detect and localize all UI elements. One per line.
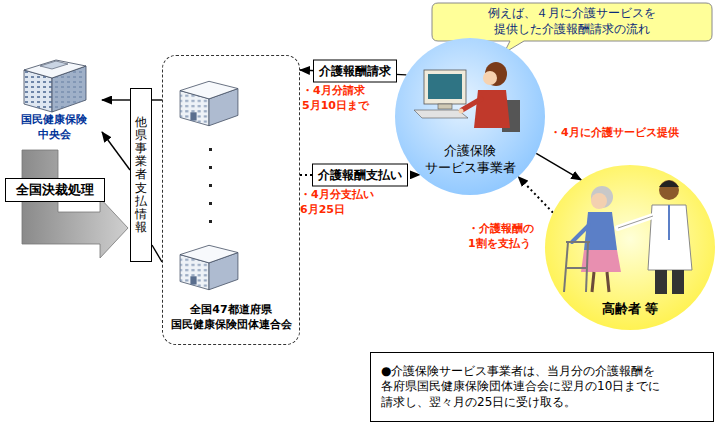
provider-circle-text: サービス事業者 [425, 160, 516, 177]
elderly-circle: 高齢者 等 [545, 165, 715, 330]
edge-label: 介護報酬支払い [312, 164, 408, 187]
elderly-and-caregiver [564, 180, 692, 294]
elderly-circle-fill [545, 165, 715, 330]
connector [300, 174, 420, 176]
vertical-box-text: 他県事業者支払情報 [135, 116, 147, 235]
connector [518, 177, 553, 213]
connector [102, 132, 130, 170]
association-region-text: 全国47都道府県 国民健康保険団体連合会 [167, 303, 295, 332]
connector [102, 99, 130, 100]
association-region: 全国47都道府県 国民健康保険団体連合会 [162, 55, 300, 345]
connector [536, 153, 581, 180]
annotation-text: ・4月に介護サービス提供 [550, 126, 700, 141]
ellipsis-dots [209, 148, 212, 223]
note-box: ●介護保険サービス事業者は、当月分の介護報酬を 各府県国民健康保険団体連合会に翌… [370, 352, 714, 422]
edge-label: 介護報酬請求 [313, 60, 397, 83]
elderly-circle-text: 高齢者 等 [602, 301, 659, 318]
process-box-text: 全国決裁処理 [16, 182, 94, 199]
association-building [180, 245, 238, 289]
vertical-box: 他県事業者支払情報 [130, 88, 152, 262]
callout-bubble: 例えば、４月に介護サービスを 提供した介護報酬請求の流れ [432, 3, 712, 41]
note-box-text: ●介護保険サービス事業者は、当月分の介護報酬を 各府県国民健康保険団体連合会に翌… [381, 364, 703, 411]
building-label-text: 国民健康保険 中央会 [8, 113, 100, 142]
annotation-text: ・4月分支払い 6月25日 [300, 188, 392, 218]
annotation-text: ・介護報酬の 1割を支払う [468, 222, 548, 252]
connector [152, 99, 162, 100]
provider-circle-text: 介護保険 [444, 143, 496, 160]
process-box: 全国決裁処理 [5, 178, 105, 202]
connector [152, 245, 162, 262]
provider-circle: 介護保険サービス事業者 [395, 38, 545, 195]
settlement-arrow [22, 150, 128, 258]
office-worker [414, 62, 520, 132]
provider-circle-fill [395, 38, 545, 195]
central-building [24, 60, 86, 112]
association-building [180, 81, 238, 125]
building-label: 国民健康保険 中央会 [6, 58, 102, 144]
connector [300, 70, 406, 75]
annotation-text: ・4月分請求 5月10日まで [302, 84, 384, 114]
callout-bubble-text: 例えば、４月に介護サービスを 提供した介護報酬請求の流れ [440, 6, 704, 37]
